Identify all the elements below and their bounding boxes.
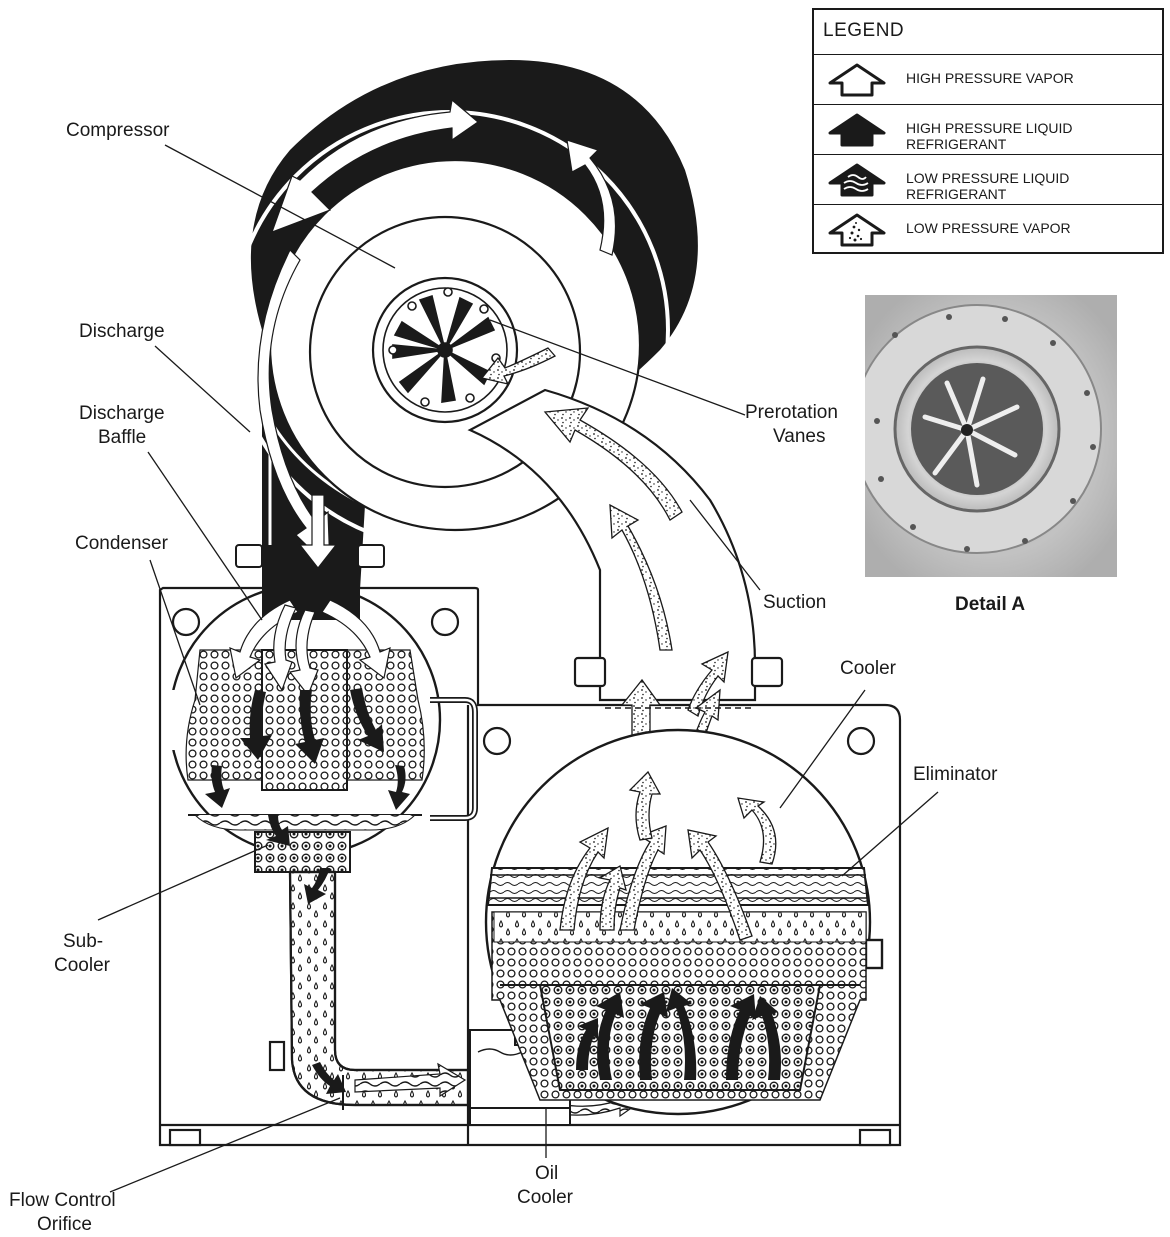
legend-item: LOW PRESSURE VAPOR <box>814 204 1162 255</box>
sub-cooler-label-line2: Cooler <box>54 954 110 978</box>
compressor-label: Compressor <box>66 119 169 143</box>
sub-cooler-label-line1: Sub- <box>63 930 103 954</box>
condenser-label: Condenser <box>75 532 168 556</box>
wavy-arrow-icon <box>822 161 892 199</box>
legend-item: HIGH PRESSURE VAPOR <box>814 54 1162 105</box>
discharge-baffle-label-line1: Discharge <box>79 402 165 426</box>
flow-control-orifice-label-line1: Flow Control <box>9 1189 116 1213</box>
legend-item-label: HIGH PRESSURE LIQUID REFRIGERANT <box>906 120 1162 152</box>
solid-arrow-icon <box>822 111 892 149</box>
cooler-label: Cooler <box>840 657 896 681</box>
suction-pipe <box>470 390 782 700</box>
legend-item-label: HIGH PRESSURE VAPOR <box>906 70 1074 86</box>
prerotation-vanes <box>383 288 507 412</box>
legend-item-label: LOW PRESSURE LIQUID REFRIGERANT <box>906 170 1162 202</box>
speckled-arrow-icon <box>822 211 892 249</box>
detail-a-photo <box>865 295 1117 577</box>
legend-item: HIGH PRESSURE LIQUID REFRIGERANT <box>814 104 1162 155</box>
oil-cooler-label-line1: Oil <box>535 1162 558 1186</box>
legend-item: LOW PRESSURE LIQUID REFRIGERANT <box>814 154 1162 205</box>
legend-title: LEGEND <box>823 20 904 42</box>
oil-cooler-label-line2: Cooler <box>517 1186 573 1210</box>
legend-item-label: LOW PRESSURE VAPOR <box>906 220 1071 236</box>
discharge-baffle-label-line2: Baffle <box>98 426 146 450</box>
eliminator <box>488 868 868 905</box>
prerotation-vanes-label-line2: Vanes <box>773 425 825 449</box>
legend: LEGEND HIGH PRESSURE VAPOR HIGH PRESSURE… <box>812 8 1164 254</box>
eliminator-label: Eliminator <box>913 763 997 787</box>
suction-label: Suction <box>763 591 826 615</box>
outline-arrow-icon <box>822 61 892 99</box>
discharge-label: Discharge <box>79 320 165 344</box>
prerotation-vanes-label-line1: Prerotation <box>745 401 838 425</box>
detail-a-caption: Detail A <box>955 594 1025 616</box>
flow-control-orifice-label-line2: Orifice <box>37 1213 92 1237</box>
